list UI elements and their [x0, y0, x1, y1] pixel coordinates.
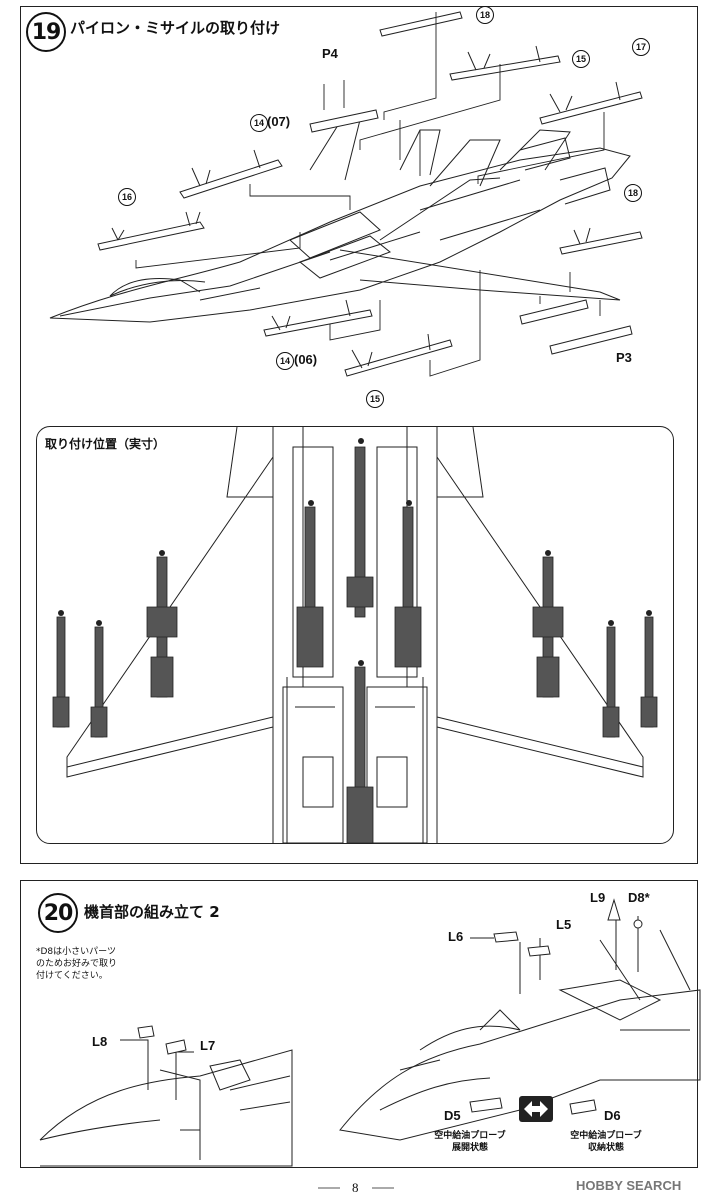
- part-14-07-suffix: (07): [267, 114, 291, 129]
- part-18-top-label: 18: [476, 6, 494, 24]
- step-19-number: 19: [26, 12, 66, 52]
- part-d5-label: D5: [444, 1108, 461, 1123]
- part-14-06-num: 14: [276, 352, 294, 370]
- step-19-exploded-diagram: [49, 11, 643, 377]
- footer-rules: [318, 1187, 394, 1189]
- step-20-frame: [20, 880, 698, 1168]
- part-l6-label: L6: [448, 929, 464, 944]
- mounting-position-drawing: [52, 427, 658, 843]
- step-19-title: パイロン・ミサイルの取り付け: [70, 19, 281, 37]
- part-l9-label: L9: [590, 890, 606, 905]
- page-number: 8: [352, 1180, 359, 1195]
- step-20-note: *D8は小さいパーツ のためお好みで取り 付けてください。: [36, 947, 118, 981]
- step-20-title: 機首部の組み立て 2: [84, 903, 220, 921]
- pylon-p3-label: P3: [616, 350, 632, 365]
- part-18-right-label: 18: [624, 184, 642, 202]
- part-l8-label: L8: [92, 1034, 108, 1049]
- part-l5-label: L5: [556, 917, 572, 932]
- part-l7-label: L7: [200, 1038, 216, 1053]
- probe-deployed-caption: 空中給油プローブ 展開状態: [434, 1131, 506, 1153]
- part-15-bottom-label: 15: [366, 390, 384, 408]
- part-15-top-label: 15: [572, 50, 590, 68]
- part-d6-label: D6: [604, 1108, 621, 1123]
- mounting-position-inset-title: 取り付け位置（実寸）: [45, 435, 166, 452]
- part-16-label: 16: [118, 188, 136, 206]
- mounting-position-inset: 取り付け位置（実寸）: [36, 426, 674, 844]
- step-20-number: 20: [38, 893, 78, 933]
- part-14-06-suffix: (06): [294, 352, 318, 367]
- watermark: HOBBY SEARCH: [576, 1178, 682, 1193]
- part-14-07-num: 14: [250, 114, 268, 132]
- nose-assembly-diagram: [39, 898, 701, 1167]
- pylon-p4-label: P4: [322, 46, 338, 61]
- part-17-label: 17: [632, 38, 650, 56]
- part-d8-label: D8*: [628, 890, 650, 905]
- probe-stowed-caption: 空中給油プローブ 収納状態: [570, 1131, 642, 1153]
